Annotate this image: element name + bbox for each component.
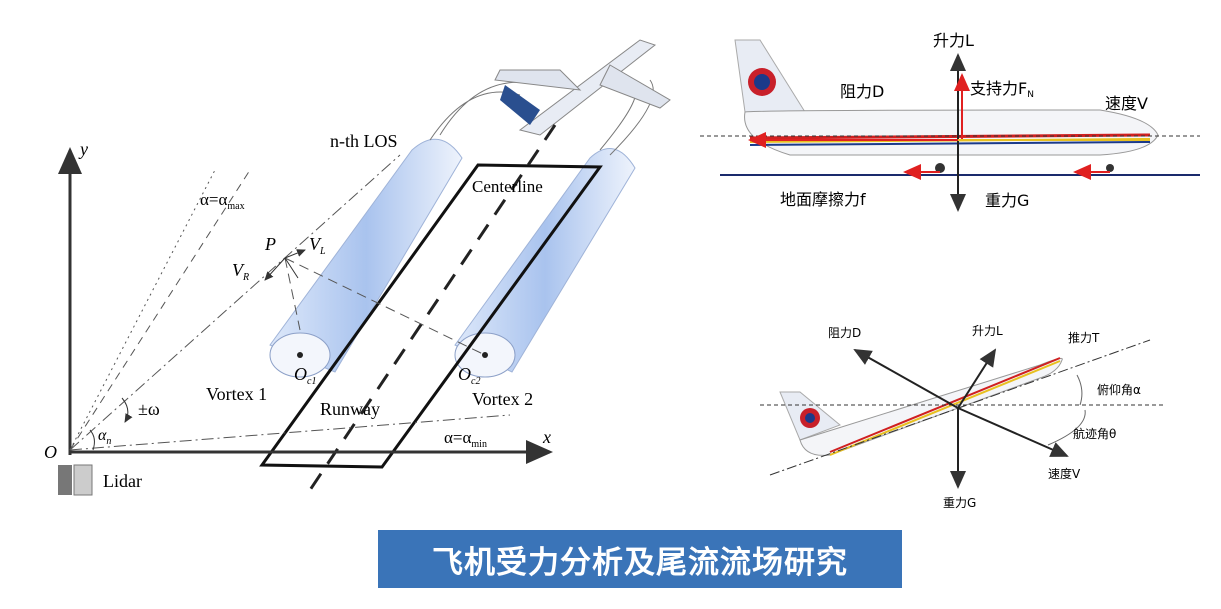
centerline-label: Centerline [472, 177, 543, 196]
airplane-ground-icon [734, 39, 1159, 173]
support-label: 支持力FN [970, 79, 1034, 100]
pitch-arc [1076, 374, 1083, 406]
point-p-label: P [264, 234, 276, 254]
speed-label: 速度V [1048, 466, 1081, 481]
runway-outline [259, 163, 603, 469]
los-min [69, 414, 511, 451]
vr-label: VR [232, 260, 249, 283]
vortex-tube-1 [269, 138, 463, 378]
vector-sum [284, 257, 299, 279]
lift-label: 升力L [933, 31, 974, 50]
lift-arrow [957, 348, 997, 409]
thrust-label: 推力T [1068, 331, 1100, 345]
body-axis [769, 339, 1151, 476]
drag-label: 阻力D [840, 82, 884, 101]
gravity-label: 重力G [985, 191, 1029, 210]
vl-label: VL [309, 234, 326, 257]
origin-label: O [44, 442, 57, 462]
title-banner: 飞机受力分析及尾流流场研究 [378, 530, 902, 588]
lidar-icon [58, 464, 93, 496]
alpha-n-label: αn [98, 427, 111, 447]
airplane-icon [494, 39, 671, 136]
wake-vortex-diagram: y x O Lidar n-th LOS α=αmax α=αmin αn ±ω… [44, 39, 671, 496]
alpha-arc [89, 429, 95, 451]
runway-label: Runway [320, 399, 380, 419]
friction-label: 地面摩擦力f [780, 190, 866, 209]
los-nth [69, 154, 401, 451]
speed-arrow [957, 407, 1069, 457]
vl-arrow [284, 249, 306, 259]
omega-label: ±ω [138, 399, 160, 419]
p-to-oc2-line [284, 257, 486, 356]
p-to-oc1-line [284, 257, 301, 331]
ground-force-diagram: 升力L 阻力D 支持力FN 速度V 地面摩擦力f 重力G [700, 31, 1200, 212]
alpha-min-label: α=αmin [444, 428, 487, 450]
y-axis-label: y [78, 139, 88, 159]
track-arc [1047, 409, 1086, 446]
x-axis-label: x [542, 427, 551, 447]
gravity-label: 重力G [943, 496, 976, 510]
vortex1-label: Vortex 1 [206, 384, 267, 404]
speed-label: 速度V [1105, 94, 1148, 113]
oc2-label: Oc2 [458, 364, 480, 387]
los-dashed [69, 169, 251, 451]
flight-force-diagram: 阻力D 升力L 推力T 俯仰角α 航迹角θ 速度V 重力G [760, 324, 1165, 510]
centerline [308, 124, 557, 491]
oc1-label: Oc1 [294, 364, 316, 387]
drag-label: 阻力D [828, 326, 861, 340]
wake-lines [429, 79, 654, 156]
nth-los-label: n-th LOS [330, 131, 398, 151]
drag-arrow [853, 349, 959, 409]
vr-arrow [264, 257, 286, 281]
scan-arrow-icon [121, 397, 133, 423]
lidar-label: Lidar [103, 471, 142, 491]
vortex2-label: Vortex 2 [472, 389, 533, 409]
track-angle-label: 航迹角θ [1073, 426, 1116, 441]
los-max [69, 169, 216, 451]
lift-label: 升力L [972, 324, 1003, 338]
alpha-max-label: α=αmax [200, 190, 245, 212]
airplane-climb-icon [779, 357, 1063, 456]
pitch-angle-label: 俯仰角α [1097, 382, 1141, 397]
